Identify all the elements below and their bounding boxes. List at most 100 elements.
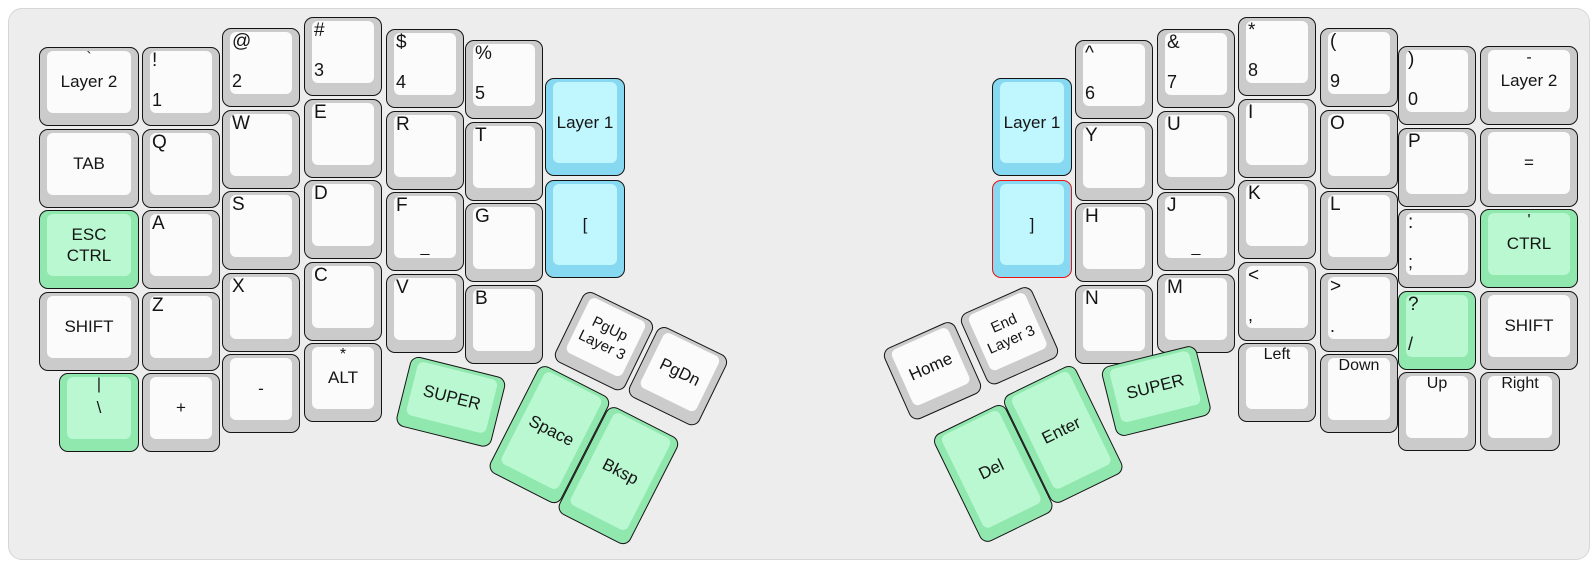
keycap-top [1328,358,1390,420]
key-plus[interactable]: + [142,373,220,452]
key-equals[interactable]: = [1480,127,1578,207]
key-legend: % [475,43,492,64]
keycap-top [1328,195,1390,257]
key-legend: Down [1338,357,1380,374]
keycap-top [394,114,456,177]
keycap-top [473,288,535,351]
key-at-2[interactable]: @2 [222,28,300,107]
key-legend: G [475,206,490,227]
key-legend: | [96,376,102,393]
keycap-top [1488,376,1552,438]
key-legend: Up [1426,375,1448,392]
key-tab[interactable]: TAB [39,128,139,208]
key-o[interactable]: O [1320,109,1398,189]
key-legend: 1 [152,90,163,110]
keycap-top [1000,184,1064,265]
key-shift-right[interactable]: SHIFT [1480,290,1578,370]
key-legend: ) [1408,49,1415,70]
key-gt-period[interactable]: >. [1320,272,1398,352]
key-star-alt[interactable]: *ALT [304,343,382,422]
keycap-top [230,358,292,420]
key-rparen-0[interactable]: )0 [1398,46,1476,125]
key-pipe-backslash[interactable]: |\ [59,373,139,452]
keycap-top [67,377,131,439]
key-arrow-down[interactable]: Down [1320,354,1398,433]
keycap-top [230,32,292,94]
key-lt-comma[interactable]: <, [1238,261,1316,341]
keycap-top [47,295,131,358]
key-l[interactable]: L [1320,191,1398,270]
key-s[interactable]: S [222,191,300,270]
key-hash-3[interactable]: #3 [304,17,382,96]
key-j[interactable]: J_ [1157,192,1235,271]
key-legend: ^ [1085,43,1094,64]
key-quote-ctrl[interactable]: 'CTRL [1480,209,1578,288]
key-k[interactable]: K [1238,180,1316,259]
key-r[interactable]: R [386,110,464,190]
key-legend: 3 [314,60,325,80]
key-w[interactable]: W [222,109,300,189]
key-dollar-4[interactable]: $4 [386,29,464,108]
key-e[interactable]: E [304,98,382,178]
key-esc-ctrl[interactable]: ESC CTRL [39,210,139,289]
key-percent-5[interactable]: %5 [465,40,543,119]
key-legend: V [396,276,409,298]
key-amp-7[interactable]: &7 [1157,29,1235,108]
key-legend: ? [1408,293,1419,315]
key-i[interactable]: I [1238,98,1316,178]
key-a[interactable]: A [142,210,220,289]
key-colon-semi[interactable]: :; [1398,209,1476,288]
key-layer1-right[interactable]: Layer 1 [992,78,1072,176]
key-m[interactable]: M [1157,273,1235,353]
key-shift-left[interactable]: SHIFT [39,291,139,371]
key-exclam-1[interactable]: !1 [142,47,220,126]
key-x[interactable]: X [222,272,300,352]
key-g[interactable]: G [465,203,543,282]
key-minus-layer2[interactable]: -Layer 2 [1480,46,1578,125]
keycap-top [1328,276,1390,339]
key-legend: 2 [232,71,243,91]
keycap-top [1246,184,1308,246]
key-layer1-left[interactable]: Layer 1 [545,78,625,176]
key-legend: L [1330,194,1341,215]
key-legend: Z [152,294,164,316]
key-arrow-right[interactable]: Right [1480,372,1560,451]
key-legend: TAB [73,153,105,173]
key-d[interactable]: D [304,180,382,259]
key-legend: N [1085,287,1099,309]
key-q[interactable]: Q [142,128,220,208]
key-b[interactable]: B [465,284,543,364]
key-legend: X [232,275,245,297]
key-z[interactable]: Z [142,291,220,371]
key-right-bracket[interactable]: ] [992,180,1072,278]
key-y[interactable]: Y [1075,121,1153,201]
key-arrow-up[interactable]: Up [1398,372,1476,451]
key-caret-6[interactable]: ^6 [1075,40,1153,119]
key-n[interactable]: N [1075,284,1153,364]
key-lparen-9[interactable]: (9 [1320,28,1398,107]
key-legend: H [1085,206,1099,227]
key-minus-left[interactable]: - [222,354,300,433]
key-legend: ] [1029,214,1035,234]
key-left-bracket[interactable]: [ [545,180,625,278]
key-c[interactable]: C [304,261,382,341]
key-u[interactable]: U [1157,110,1235,190]
key-h[interactable]: H [1075,203,1153,282]
key-arrow-left[interactable]: Left [1238,343,1316,422]
key-question-slash[interactable]: ?/ [1398,290,1476,370]
keycap-top [1328,32,1390,94]
key-legend: S [232,194,245,215]
keycap-top [1488,213,1570,275]
key-legend: $ [396,32,407,53]
key-p[interactable]: P [1398,127,1476,207]
key-star-8[interactable]: *8 [1238,17,1316,96]
keycap-top [312,184,374,246]
keycap-top [1488,131,1570,194]
keycap-top [394,33,456,95]
key-v[interactable]: V [386,273,464,353]
key-t[interactable]: T [465,121,543,201]
key-f[interactable]: F_ [386,192,464,271]
key-grave-layer2[interactable]: `Layer 2 [39,47,139,126]
key-legend: & [1167,32,1180,53]
keycap-top [312,347,374,409]
